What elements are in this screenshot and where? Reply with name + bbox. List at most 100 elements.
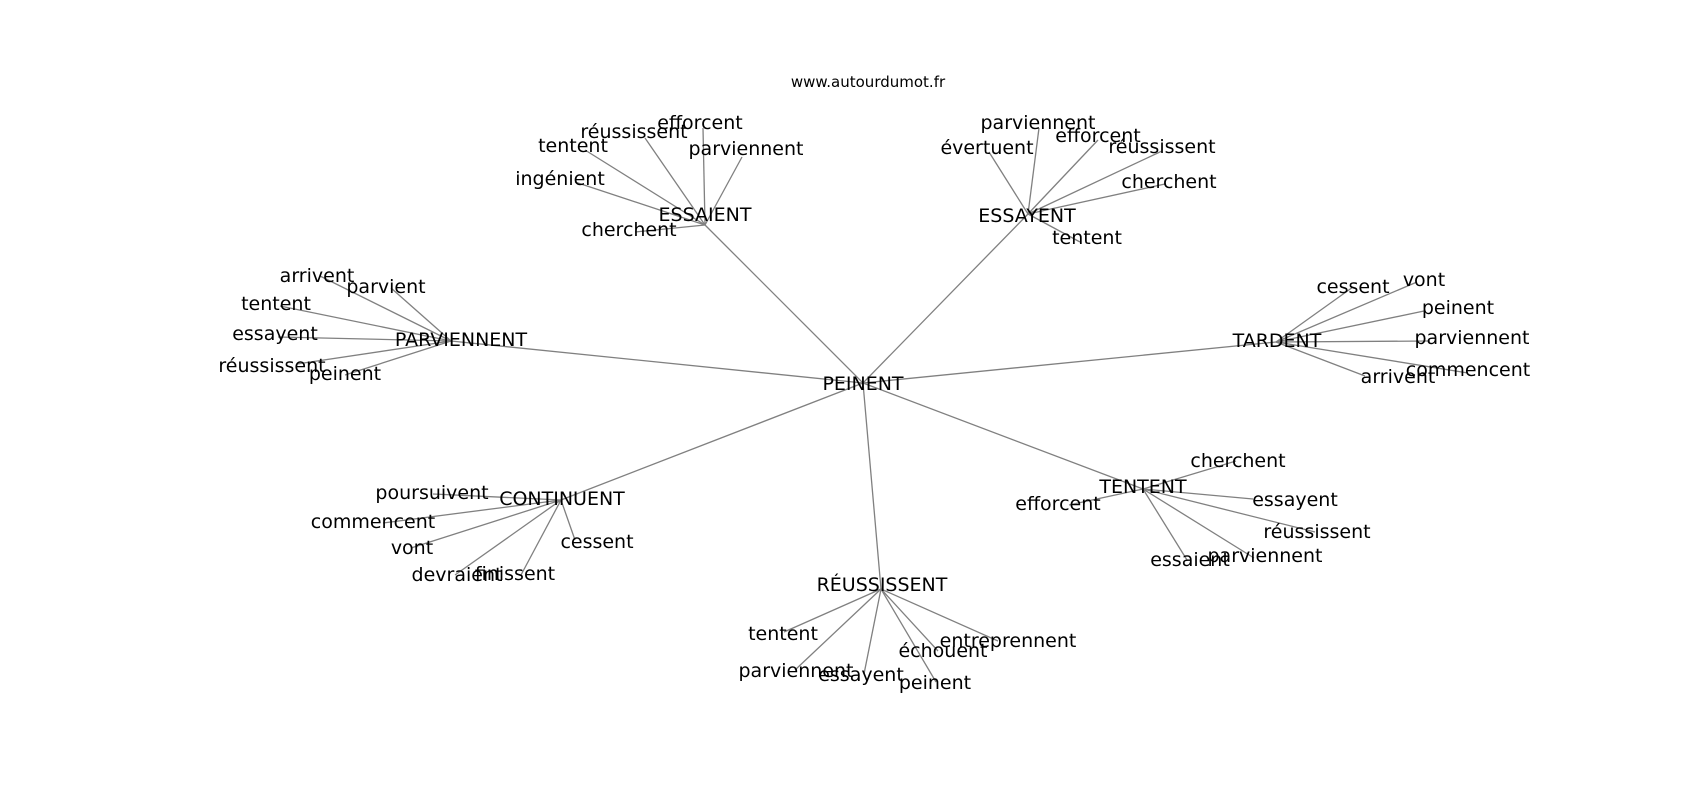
edge-cluster-to-leaf	[390, 287, 452, 342]
leaf-node[interactable]: tentent	[1052, 227, 1122, 249]
edge-cluster-to-leaf	[1275, 340, 1431, 343]
leaf-node[interactable]: échouent	[898, 640, 987, 662]
cluster-node[interactable]: TARDENT	[1232, 330, 1322, 352]
leaf-node[interactable]: cessent	[560, 531, 633, 553]
edge-cluster-to-leaf	[988, 151, 1029, 215]
cluster-node[interactable]: ESSAIENT	[659, 204, 752, 226]
leaf-node[interactable]: réussissent	[580, 121, 687, 143]
edge-cluster-to-leaf	[863, 588, 882, 675]
edge-cluster-to-leaf	[1275, 286, 1354, 343]
leaf-node[interactable]: essayent	[232, 323, 318, 345]
edge-cluster-to-leaf	[1142, 488, 1316, 533]
graph-labels: www.autourdumot.fr PEINENT ESSAIENT efforc…	[218, 73, 1530, 694]
edge-center-to-cluster	[560, 382, 864, 501]
leaf-node[interactable]: essayent	[1252, 489, 1338, 511]
leaf-node[interactable]: peinent	[1422, 297, 1494, 319]
cluster-node[interactable]: ESSAYENT	[978, 205, 1076, 227]
edge-cluster-to-leaf	[634, 224, 706, 233]
edge-center-to-cluster	[862, 341, 1277, 384]
edge-center-to-cluster	[862, 213, 1029, 384]
leaf-node[interactable]: parviennent	[689, 138, 804, 160]
edge-cluster-to-leaf	[644, 137, 706, 226]
edge-cluster-to-leaf	[454, 499, 562, 576]
leaf-node[interactable]: tentent	[538, 135, 608, 157]
leaf-node[interactable]: vont	[391, 537, 433, 559]
leaf-node[interactable]: ingénient	[515, 168, 605, 190]
leaf-node[interactable]: essaient	[1150, 549, 1230, 571]
edge-cluster-to-leaf	[1027, 183, 1166, 215]
leaf-node[interactable]: essayent	[818, 664, 904, 686]
leaf-node[interactable]: finissent	[475, 563, 555, 585]
leaf-node[interactable]: commencent	[311, 511, 435, 533]
cluster-node[interactable]: CONTINUENT	[499, 488, 625, 510]
site-url: www.autourdumot.fr	[791, 73, 946, 91]
edge-cluster-to-leaf	[1275, 341, 1366, 377]
edge-cluster-to-leaf	[880, 588, 939, 652]
leaf-node[interactable]: cherchent	[581, 219, 676, 241]
leaf-node[interactable]: tentent	[241, 293, 311, 315]
edge-cluster-to-leaf	[880, 588, 937, 683]
edge-center-to-cluster	[704, 224, 864, 384]
center-node[interactable]: PEINENT	[822, 373, 903, 395]
edge-cluster-to-leaf	[1275, 310, 1425, 343]
leaf-node[interactable]: peinent	[309, 363, 381, 385]
leaf-node[interactable]: parviennent	[981, 112, 1096, 134]
edge-cluster-to-leaf	[277, 336, 452, 342]
cluster-node[interactable]: PARVIENNENT	[395, 329, 528, 351]
edge-cluster-to-leaf	[584, 149, 706, 226]
edge-cluster-to-leaf	[1027, 150, 1163, 215]
edge-cluster-to-leaf	[279, 305, 452, 342]
edge-cluster-to-leaf	[520, 499, 562, 576]
graph-edges	[277, 127, 1469, 683]
edge-cluster-to-leaf	[296, 340, 452, 365]
edge-center-to-cluster	[450, 340, 864, 384]
leaf-node[interactable]: cherchent	[1190, 450, 1285, 472]
edge-cluster-to-leaf	[344, 340, 452, 376]
leaf-node[interactable]: efforcent	[1055, 125, 1140, 147]
leaf-node[interactable]: réussissent	[1108, 136, 1215, 158]
leaf-node[interactable]: parviennent	[1208, 545, 1323, 567]
edge-cluster-to-leaf	[432, 493, 562, 501]
leaf-node[interactable]: arrivent	[1361, 366, 1436, 388]
leaf-node[interactable]: poursuivent	[375, 482, 488, 504]
leaf-node[interactable]: réussissent	[1263, 521, 1370, 543]
edge-cluster-to-leaf	[410, 499, 562, 549]
edge-cluster-to-leaf	[794, 588, 882, 671]
leaf-node[interactable]: parviennent	[1415, 327, 1530, 349]
edge-cluster-to-leaf	[319, 275, 452, 342]
leaf-node[interactable]: vont	[1403, 269, 1445, 291]
edge-cluster-to-leaf	[560, 499, 576, 541]
edge-cluster-to-leaf	[382, 499, 562, 524]
edge-cluster-to-leaf	[1275, 281, 1418, 343]
leaf-node[interactable]: cessent	[1316, 276, 1389, 298]
edge-center-to-cluster	[862, 382, 882, 590]
leaf-node[interactable]: cherchent	[1121, 171, 1216, 193]
leaf-node[interactable]: parvient	[346, 276, 425, 298]
leaf-node[interactable]: efforcent	[657, 112, 742, 134]
leaf-node[interactable]: commencent	[1406, 359, 1530, 381]
leaf-node[interactable]: évertuent	[940, 137, 1033, 159]
edge-cluster-to-leaf	[1068, 488, 1144, 506]
edge-cluster-to-leaf	[783, 588, 882, 633]
edge-cluster-to-leaf	[1142, 488, 1188, 561]
edge-cluster-to-leaf	[1027, 127, 1040, 215]
leaf-node[interactable]: tentent	[748, 623, 818, 645]
leaf-node[interactable]: entreprennent	[940, 630, 1077, 652]
leaf-node[interactable]: efforcent	[1015, 493, 1100, 515]
edge-cluster-to-leaf	[1275, 341, 1469, 374]
edge-cluster-to-leaf	[702, 127, 706, 226]
edge-cluster-to-leaf	[574, 181, 706, 226]
edge-cluster-to-leaf	[1142, 460, 1237, 490]
edge-cluster-to-leaf	[704, 156, 743, 226]
cluster-node[interactable]: TENTENT	[1098, 476, 1187, 498]
edge-center-to-cluster	[862, 382, 1144, 490]
edge-cluster-to-leaf	[1142, 488, 1255, 559]
leaf-node[interactable]: peinent	[899, 672, 971, 694]
leaf-node[interactable]: parviennent	[739, 660, 854, 682]
leaf-node[interactable]: arrivent	[280, 265, 355, 287]
edge-cluster-to-leaf	[1027, 139, 1099, 215]
leaf-node[interactable]: devraient	[412, 564, 503, 586]
cluster-node[interactable]: RÉUSSISSENT	[817, 573, 948, 596]
leaf-node[interactable]: réussissent	[218, 355, 325, 377]
